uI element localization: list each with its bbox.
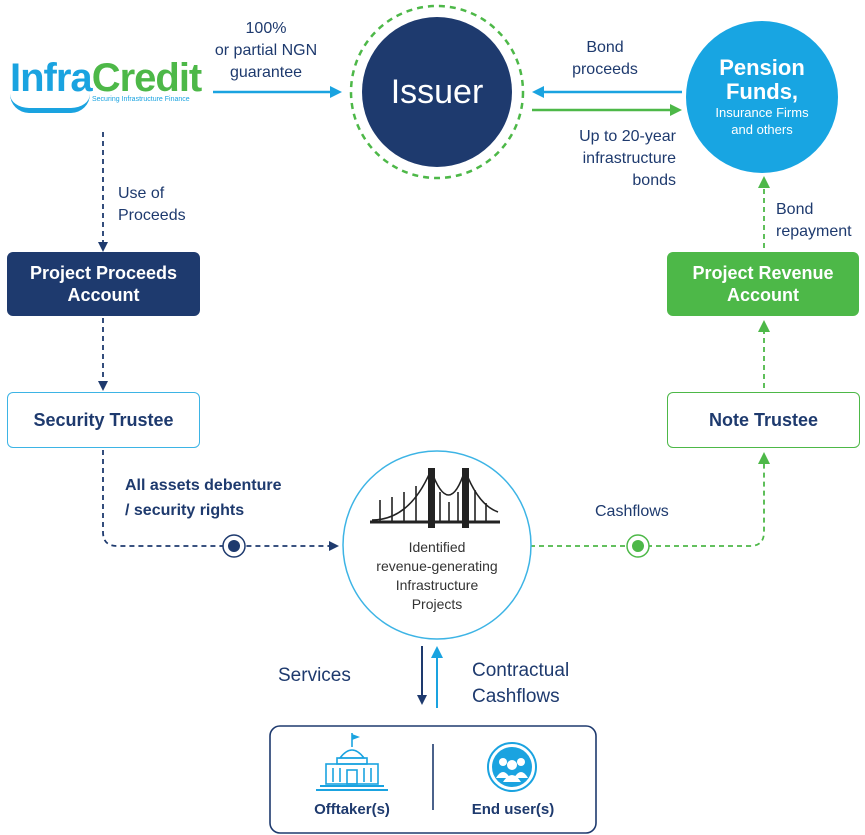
pension-title-2: Funds, [725, 79, 799, 104]
issuer-label: Issuer [390, 73, 484, 111]
pension-funds-circle [686, 21, 838, 173]
pension-sub-2: and others [731, 122, 793, 137]
pension-sub-1: Insurance Firms [715, 105, 809, 120]
debenture-path [102, 450, 339, 551]
project-proceeds-account: Project Proceeds Account [7, 252, 200, 316]
projects-label: Identified revenue-generating Infrastruc… [376, 539, 498, 612]
bonds-label: Up to 20-year infrastructure bonds [579, 128, 676, 189]
infracredit-logo: InfraCredit Securing Infrastructure Fina… [10, 58, 220, 118]
logo-infra: Infra [10, 56, 93, 100]
guarantee-label: 100% or partial NGN guarantee [214, 20, 318, 81]
cashflows-node-inner [632, 540, 644, 552]
cashflows-path [530, 452, 770, 547]
offtaker-label: Offtaker(s) [314, 801, 390, 818]
bond-proceeds-label: Bond proceeds [572, 39, 638, 78]
cashflows-label: Cashflows [595, 503, 669, 520]
end-users-icon [487, 742, 537, 792]
logo-swoosh [10, 94, 90, 113]
pension-title-1: Pension [719, 55, 805, 80]
pension-funds-label: Pension Funds, Insurance Firms and other… [686, 56, 838, 138]
issuer-ring [349, 4, 525, 180]
debenture-node-inner [228, 540, 240, 552]
logo-tagline: Securing Infrastructure Finance [92, 96, 190, 103]
project-revenue-account: Project Revenue Account [667, 252, 859, 316]
services-label: Services [278, 665, 351, 686]
government-building-icon [316, 733, 388, 791]
projects-circle [342, 450, 532, 640]
bond-repayment-label: Bond repayment [776, 201, 852, 240]
use-of-proceeds-label: Use of Proceeds [118, 185, 186, 224]
note-trustee-box: Note Trustee [667, 392, 860, 448]
contractual-cashflows-label: Contractual Cashflows [472, 660, 570, 707]
debenture-label: All assets debenture / security rights [125, 477, 282, 519]
security-trustee-box: Security Trustee [7, 392, 200, 448]
end-user-label: End user(s) [471, 801, 555, 818]
bridge-icon [370, 468, 500, 528]
issuer-circle [362, 17, 512, 167]
logo-credit: Credit [91, 56, 203, 100]
